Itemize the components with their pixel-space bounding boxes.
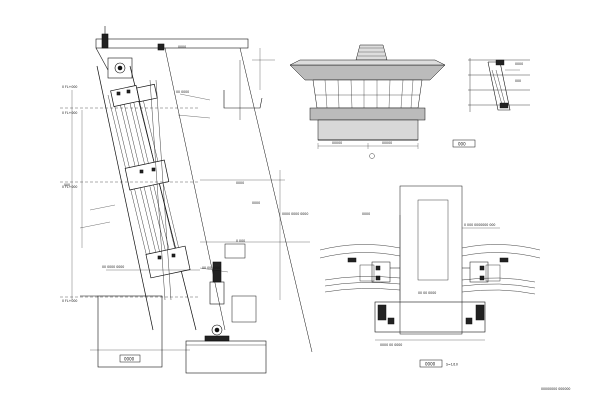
plan-note-3: 00 00 0000 [418,291,436,295]
slab-edge [95,47,109,71]
left-view-title: 0000 [124,357,135,362]
plan-title: 0000 [425,362,436,367]
elevation-view [289,44,446,159]
level-label-2: 0 FL+000 [62,111,77,115]
dim-label-5: 0000 [252,201,260,205]
section-view-left [60,26,313,374]
elevation-podium [317,119,419,141]
plan-view [319,185,541,341]
sheet-title-block: 00000000 000000 [541,387,570,391]
left-view-title-box [119,354,141,363]
dim-label-2: 0000 [236,181,244,185]
roof-slab [95,38,249,49]
note-1: 00 0000 0000 [102,265,124,269]
small-detail [468,58,530,112]
bracket-2 [136,83,158,103]
top-bolt [101,33,109,49]
detail-note-1: 0000 [515,62,523,66]
elevation-title-box [452,139,476,148]
elevation-top-cap [355,44,388,61]
frame-outer-left [96,65,154,331]
note-2: 00 0000 [176,90,189,94]
base-plinth [185,340,267,374]
bolt-circle-top [114,62,126,74]
elevation-roof [289,64,446,81]
plan-footing [374,301,486,333]
level-label-4: 0 FL+000 [62,299,77,303]
frame-outer-right [129,65,197,331]
note-3: 0000 0000 0000 [282,212,308,216]
lower-wall [97,295,163,368]
elevation-title: 000 [458,142,466,147]
level-label-3: 0 FL+000 [62,185,77,189]
dim-label-4: 000 [64,183,70,187]
elevation-base-band [309,107,426,121]
dim-label-3: 0 000 [236,239,245,243]
anchor-bolt [157,43,165,51]
plan-scale: S=1/10 [446,363,458,367]
elevation-dim-1: 00000 [332,141,342,145]
bracket-3 [124,159,170,191]
elevation-dim-2: 00000 [382,141,392,145]
plan-title-box [419,359,443,368]
plan-note-4: 0000 00 0000 [380,343,402,347]
plan-note-1: 0000 [362,212,370,216]
detail-note-2: 000 [515,79,521,83]
level-label-1: 0 FL+000 [62,85,77,89]
elevation-glazing [312,79,423,109]
anchor-block-top [107,57,133,79]
dim-label-1: 0000 [178,45,186,49]
plan-note-2: 0 000 0000000 000 [464,223,495,227]
note-4: 00 00 0000 [202,266,220,270]
